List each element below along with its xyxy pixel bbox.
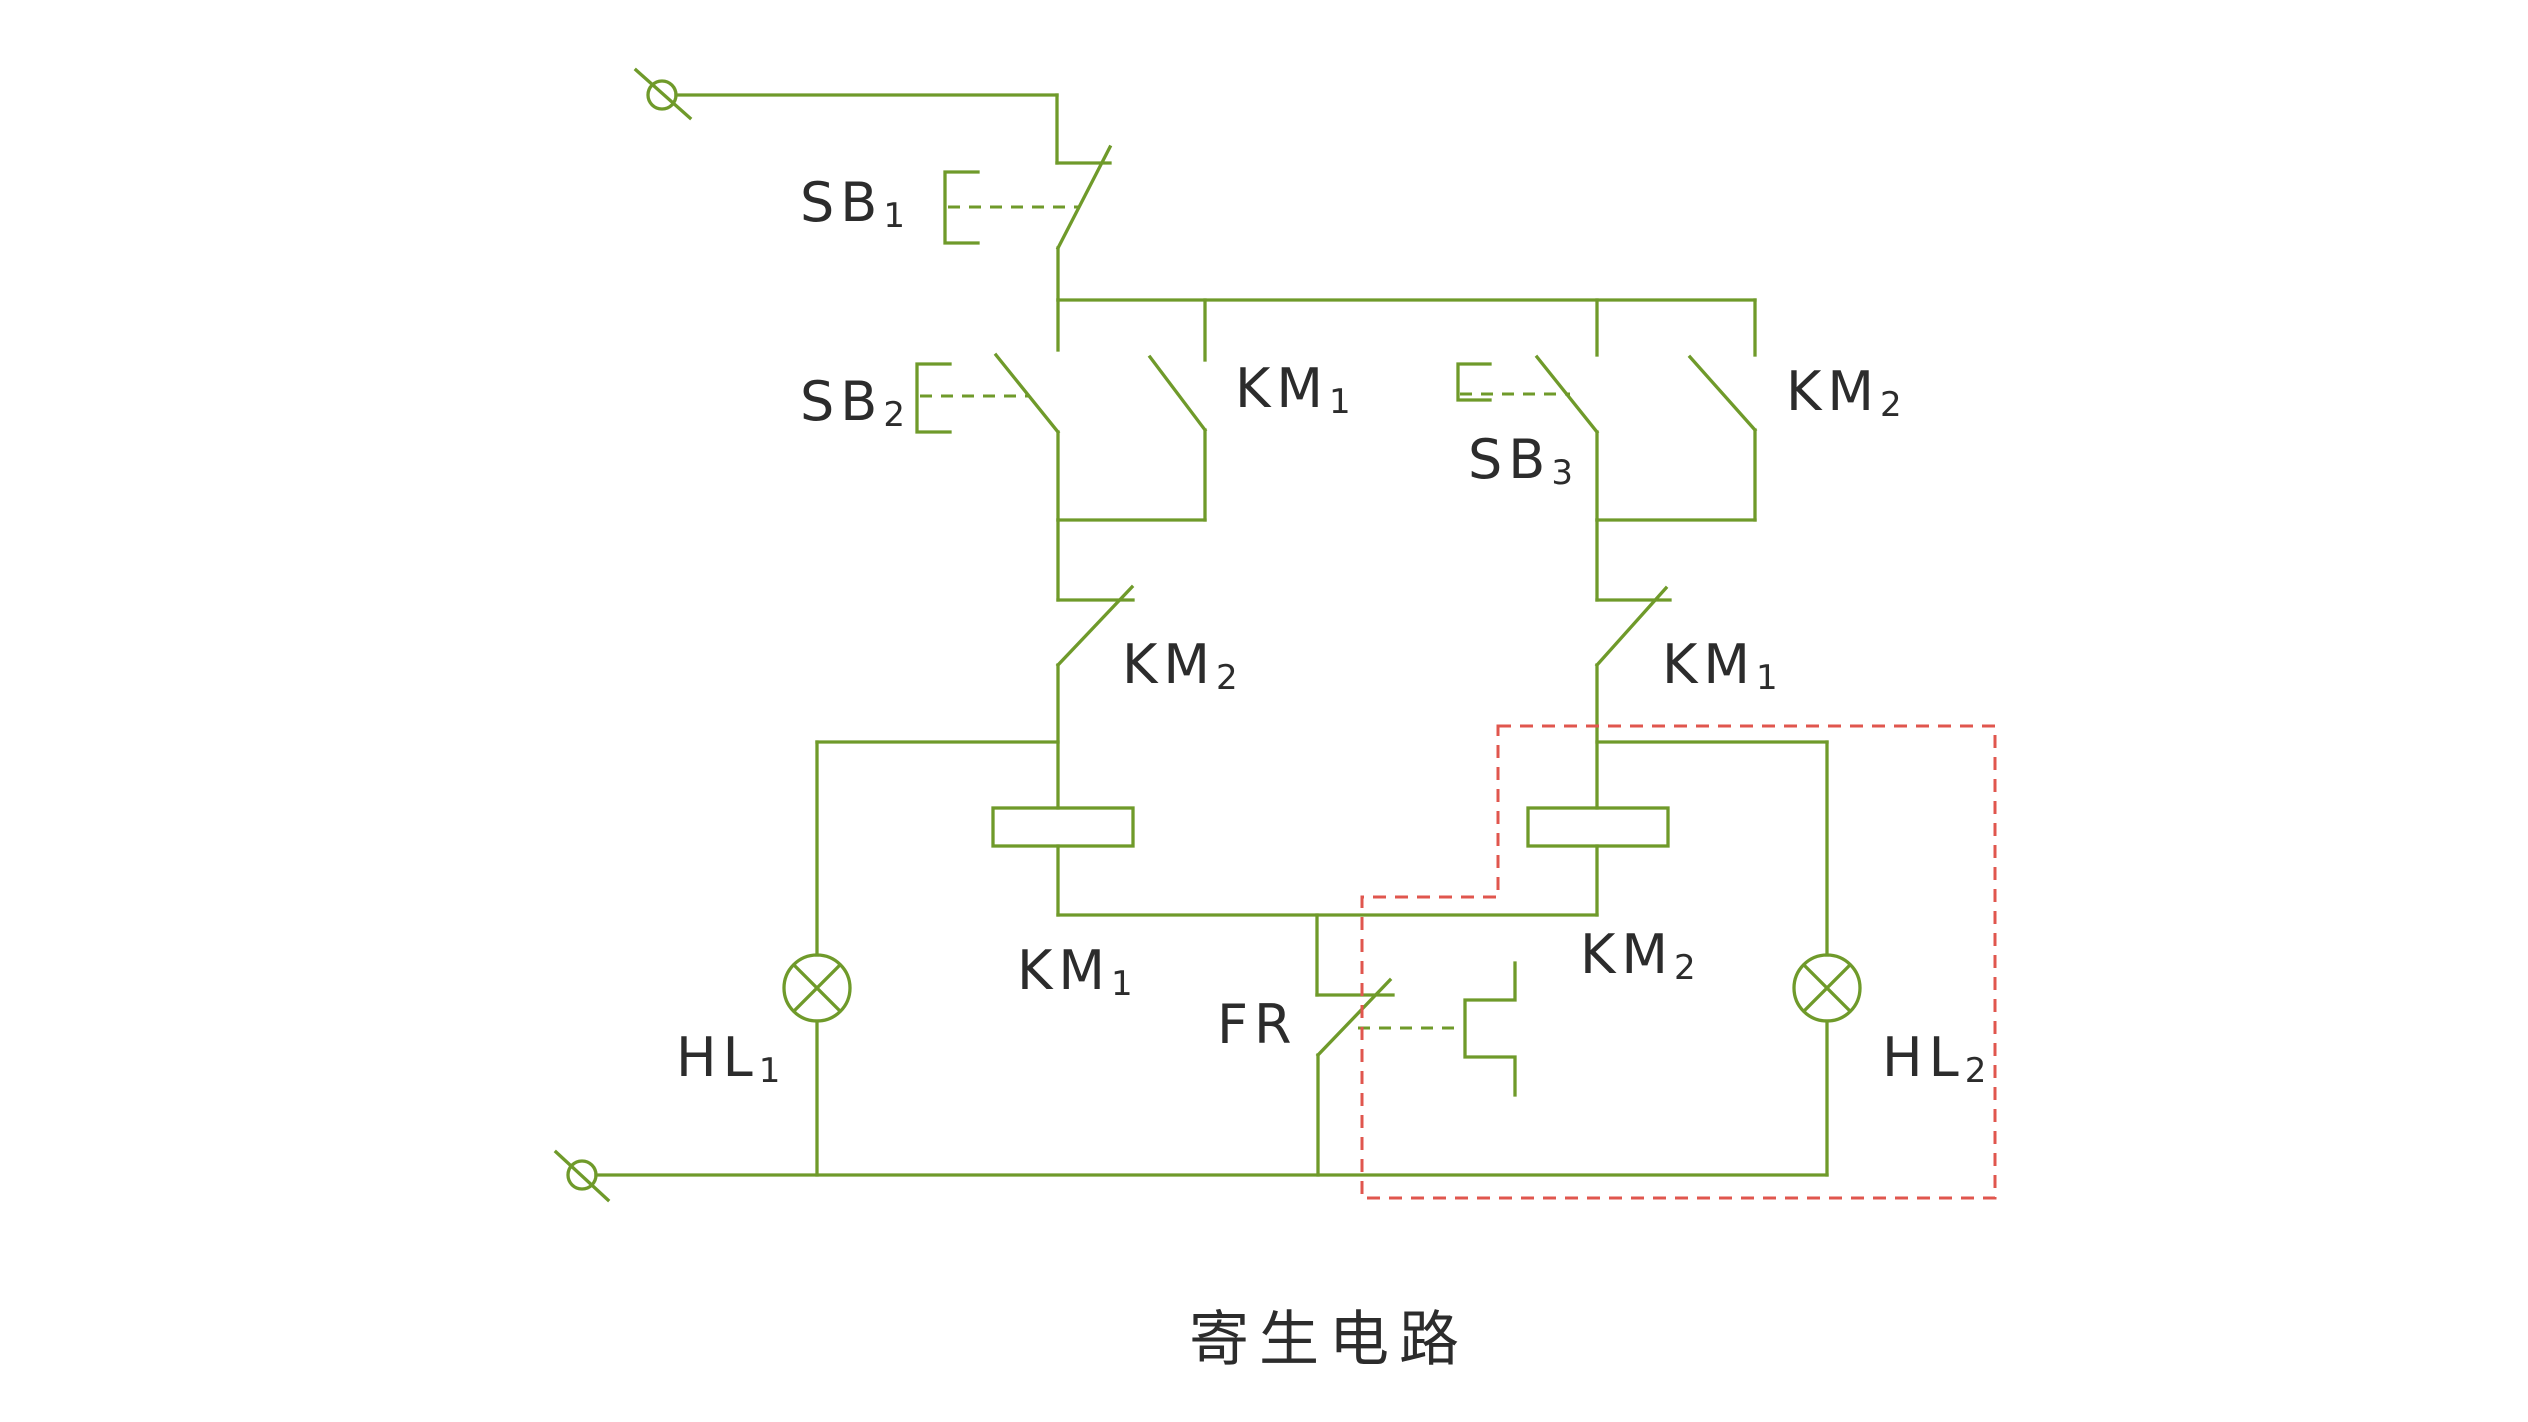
sb2-start-button (915, 298, 1061, 522)
km1-holding-contact (1056, 298, 1208, 522)
label-km1-coil: KM1 (1017, 939, 1133, 1004)
diagram-caption: 寄生电路 (1189, 1305, 1469, 1375)
hl2-lamp-branch (1595, 740, 1862, 1177)
km1-coil (991, 806, 1135, 917)
km2-interlock-contact (1055, 518, 1135, 810)
label-km2-coil: KM2 (1580, 923, 1696, 988)
label-hl2: HL2 (1882, 1026, 1986, 1091)
fr-thermal-relay-contact (1315, 913, 1517, 1177)
hl1-lamp-branch (782, 740, 1060, 1177)
label-hl1: HL1 (676, 1026, 780, 1091)
km1-interlock-contact (1594, 518, 1672, 810)
km2-holding-contact (1595, 298, 1758, 522)
label-sb2: SB2 (800, 370, 905, 435)
label-sb3: SB3 (1468, 428, 1573, 493)
sb1-stop-button (943, 93, 1113, 302)
bottom-terminal (553, 1149, 1829, 1203)
parasitic-path-highlight (1360, 724, 1997, 1200)
hl1-lamp (782, 953, 852, 1023)
label-km1-holding: KM1 (1235, 357, 1351, 422)
sb3-start-button (1456, 298, 1600, 522)
label-km1-interlock: KM1 (1662, 633, 1778, 698)
km2-coil (1526, 806, 1670, 917)
top-terminal (633, 67, 1059, 121)
label-km2-holding: KM2 (1786, 360, 1902, 425)
label-sb1: SB1 (800, 171, 905, 236)
label-fr: FR (1217, 993, 1298, 1056)
label-km2-interlock: KM2 (1122, 633, 1238, 698)
hl2-lamp (1792, 953, 1862, 1023)
